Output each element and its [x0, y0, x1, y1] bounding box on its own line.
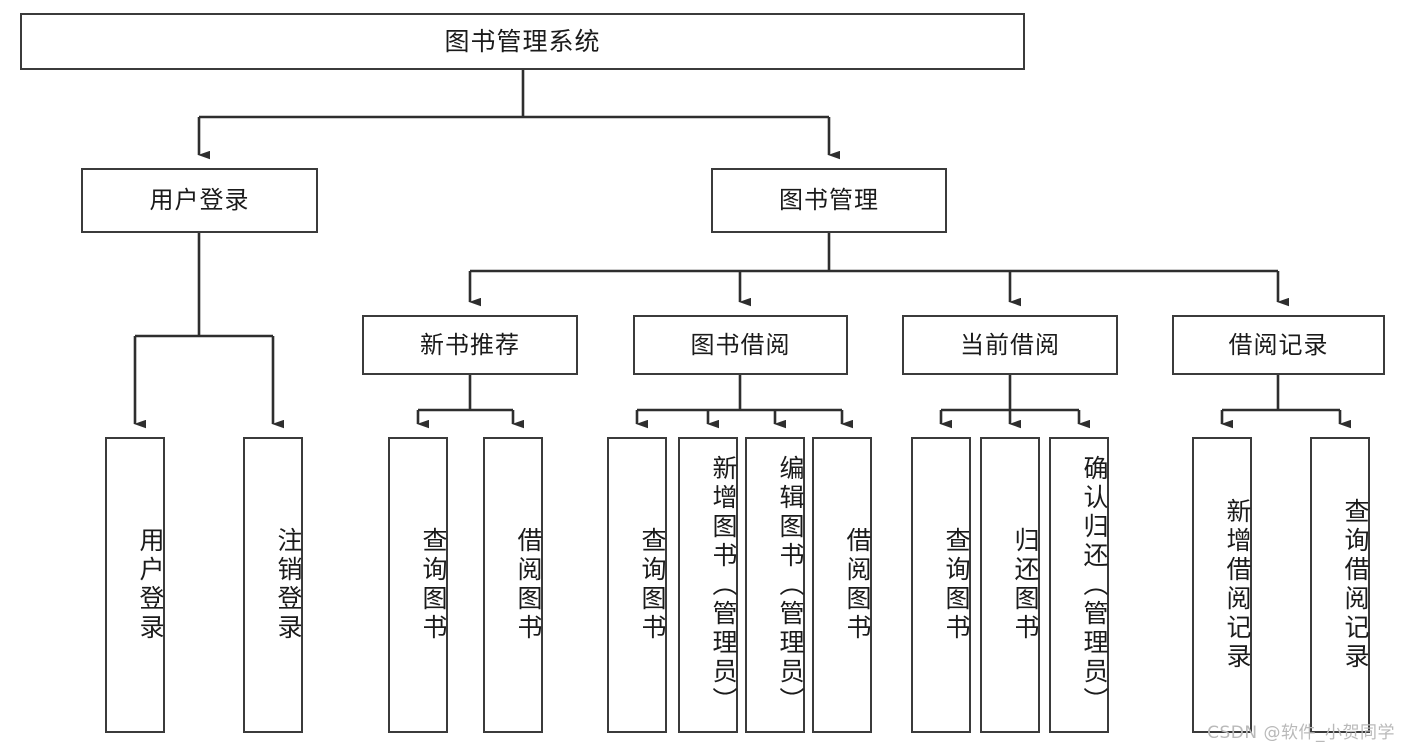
leaf-add-borrow-record[interactable]: 新增借阅记录 [1192, 437, 1252, 733]
leaf-confirm-return-admin-label: 确认归还（管理员） [1080, 454, 1109, 716]
node-user-login-label: 用户登录 [149, 186, 250, 215]
leaf-add-book-admin[interactable]: 新增图书（管理员） [678, 437, 738, 733]
leaf-confirm-return-admin[interactable]: 确认归还（管理员） [1049, 437, 1109, 733]
leaf-query-book-borrow[interactable]: 查询图书 [607, 437, 667, 733]
node-borrow-record[interactable]: 借阅记录 [1172, 315, 1385, 375]
leaf-user-login-label: 用户登录 [136, 527, 165, 643]
leaf-borrow-book-recommend[interactable]: 借阅图书 [483, 437, 543, 733]
leaf-user-login[interactable]: 用户登录 [105, 437, 165, 733]
leaf-return-book[interactable]: 归还图书 [980, 437, 1040, 733]
leaf-return-book-label: 归还图书 [1011, 527, 1040, 643]
node-user-login[interactable]: 用户登录 [81, 168, 318, 233]
leaf-query-book-borrow-label: 查询图书 [638, 527, 667, 643]
node-current-borrow-label: 当前借阅 [960, 330, 1060, 359]
leaf-add-borrow-record-label: 新增借阅记录 [1223, 498, 1252, 672]
leaf-add-book-admin-label: 新增图书（管理员） [709, 454, 738, 716]
leaf-edit-book-admin[interactable]: 编辑图书（管理员） [745, 437, 805, 733]
leaf-edit-book-admin-label: 编辑图书（管理员） [776, 454, 805, 716]
node-borrow-record-label: 借阅记录 [1228, 330, 1329, 359]
node-book-borrow-label: 图书借阅 [690, 330, 791, 359]
leaf-borrow-book-recommend-label: 借阅图书 [514, 527, 543, 643]
leaf-logout-label: 注销登录 [274, 527, 303, 643]
node-root[interactable]: 图书管理系统 [20, 13, 1025, 70]
leaf-query-book-recommend[interactable]: 查询图书 [388, 437, 448, 733]
leaf-logout[interactable]: 注销登录 [243, 437, 303, 733]
node-book-borrow[interactable]: 图书借阅 [633, 315, 848, 375]
leaf-borrow-book[interactable]: 借阅图书 [812, 437, 872, 733]
leaf-query-book-recommend-label: 查询图书 [419, 527, 448, 643]
leaf-query-book-current-label: 查询图书 [942, 527, 971, 643]
node-book-management[interactable]: 图书管理 [711, 168, 947, 233]
node-new-book-recommend-label: 新书推荐 [420, 330, 520, 359]
node-book-management-label: 图书管理 [779, 186, 879, 215]
csdn-watermark: CSDN @软件_小贺同学 [1207, 723, 1395, 743]
leaf-query-borrow-record[interactable]: 查询借阅记录 [1310, 437, 1370, 733]
leaf-borrow-book-label: 借阅图书 [843, 527, 872, 643]
node-current-borrow[interactable]: 当前借阅 [902, 315, 1118, 375]
node-root-label: 图书管理系统 [444, 26, 601, 56]
leaf-query-borrow-record-label: 查询借阅记录 [1341, 498, 1370, 672]
node-new-book-recommend[interactable]: 新书推荐 [362, 315, 578, 375]
leaf-query-book-current[interactable]: 查询图书 [911, 437, 971, 733]
